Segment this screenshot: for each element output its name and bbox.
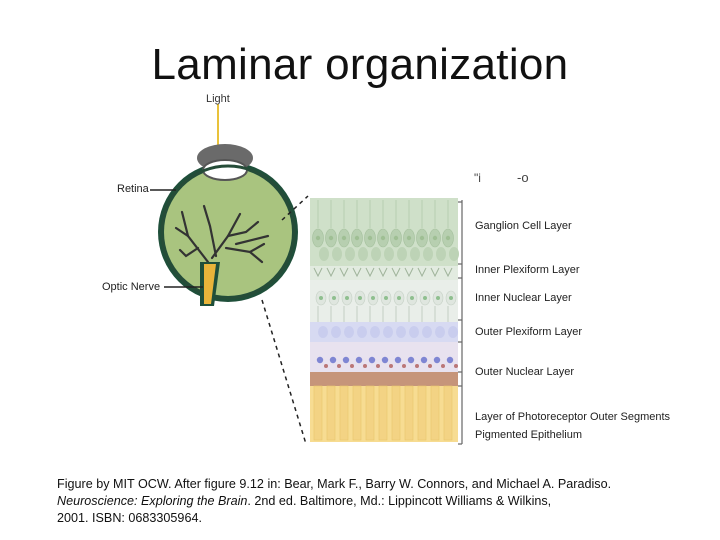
ganglion-nucleus <box>316 236 320 240</box>
ganglion-cell <box>423 247 433 261</box>
inner-nuclear-nucleus <box>332 296 336 300</box>
outer-nuclear-nucleus <box>369 357 375 363</box>
layer-label-pigmented-epithelium: Pigmented Epithelium <box>475 429 582 441</box>
ganglion-nucleus <box>433 236 437 240</box>
outer-nuclear-nucleus <box>317 357 323 363</box>
outer-nuclear-nucleus <box>408 357 414 363</box>
layer-label-outer-nuclear: Outer Nuclear Layer <box>475 366 574 378</box>
inner-nuclear-nucleus <box>358 296 362 300</box>
outer-nuclear-nucleus <box>421 357 427 363</box>
outer-nuclear-nucleus <box>428 364 432 368</box>
ganglion-nucleus <box>420 236 424 240</box>
outer-plexiform-cell <box>422 326 432 338</box>
inner-nuclear-nucleus <box>423 296 427 300</box>
ganglion-nucleus <box>355 236 359 240</box>
ganglion-cell <box>358 247 368 261</box>
retina-label: Retina <box>117 183 150 195</box>
layer-label-inner-plexiform: Inner Plexiform Layer <box>475 264 580 276</box>
inner-nuclear-nucleus <box>345 296 349 300</box>
ganglion-nucleus <box>329 236 333 240</box>
outer-plexiform-cell <box>448 326 458 338</box>
outer-nuclear-nucleus <box>382 357 388 363</box>
photoreceptor-segment <box>314 386 322 440</box>
outer-plexiform-cell <box>370 326 380 338</box>
outer-nuclear-nucleus <box>395 357 401 363</box>
ganglion-cell <box>410 247 420 261</box>
ganglion-cell <box>436 247 446 261</box>
outer-nuclear-nucleus <box>434 357 440 363</box>
photoreceptor-segment <box>327 386 335 440</box>
ganglion-cell <box>345 247 355 261</box>
eyeball <box>158 144 298 302</box>
ganglion-cell <box>332 247 342 261</box>
photoreceptor-segment <box>353 386 361 440</box>
corner-mark-left: "i <box>474 171 481 185</box>
outer-nuclear-nucleus <box>330 357 336 363</box>
photoreceptor-segment <box>366 386 374 440</box>
inner-nuclear-nucleus <box>371 296 375 300</box>
ganglion-cell <box>319 247 329 261</box>
ganglion-nucleus <box>446 236 450 240</box>
figure-caption: Figure by MIT OCW. After figure 9.12 in:… <box>57 476 707 527</box>
zoom-line-bottom <box>262 300 306 444</box>
outer-plexiform-cell <box>331 326 341 338</box>
caption-line-1: Figure by MIT OCW. After figure 9.12 in:… <box>57 477 611 491</box>
photoreceptor-segment <box>340 386 348 440</box>
inner-nuclear-nucleus <box>384 296 388 300</box>
layer-label-inner-nuclear: Inner Nuclear Layer <box>475 292 572 304</box>
layer-label-ganglion: Ganglion Cell Layer <box>475 220 572 232</box>
inner-nuclear-nucleus <box>449 296 453 300</box>
outer-nuclear-nucleus <box>415 364 419 368</box>
outer-nuclear-nucleus <box>356 357 362 363</box>
outer-nuclear-nucleus <box>376 364 380 368</box>
ganglion-nucleus <box>407 236 411 240</box>
photoreceptor-segment <box>444 386 452 440</box>
ganglion-nucleus <box>381 236 385 240</box>
caption-book-title: Neuroscience: Exploring the Brain <box>57 494 247 508</box>
outer-nuclear-nucleus <box>454 364 458 368</box>
outer-plexiform-cell <box>396 326 406 338</box>
corner-mark-right: -o <box>517 170 529 185</box>
ganglion-cell <box>371 247 381 261</box>
caption-line-3: 2001. ISBN: 0683305964. <box>57 511 202 525</box>
layer-label-photoreceptor-outer-segments: Layer of Photoreceptor Outer Segments <box>475 411 670 423</box>
inner-nuclear-nucleus <box>319 296 323 300</box>
outer-nuclear-nucleus <box>441 364 445 368</box>
ganglion-cell <box>449 247 459 261</box>
inner-nuclear-nucleus <box>410 296 414 300</box>
outer-nuclear-nucleus <box>324 364 328 368</box>
outer-nuclear-nucleus <box>447 357 453 363</box>
outer-plexiform-cell <box>435 326 445 338</box>
inner-nuclear-nucleus <box>436 296 440 300</box>
outer-nuclear-nucleus <box>402 364 406 368</box>
photoreceptor-segment <box>418 386 426 440</box>
photoreceptor-segment <box>431 386 439 440</box>
caption-line-2: . 2nd ed. Baltimore, Md.: Lippincott Wil… <box>247 494 551 508</box>
ganglion-cell <box>397 247 407 261</box>
layer-label-outer-plexiform: Outer Plexiform Layer <box>475 326 582 338</box>
outer-plexiform-cell <box>318 326 328 338</box>
outer-plexiform-cell <box>409 326 419 338</box>
outer-nuclear-nucleus <box>389 364 393 368</box>
outer-nuclear-nucleus <box>343 357 349 363</box>
photoreceptor-segment <box>405 386 413 440</box>
layer-bracket <box>458 200 462 444</box>
ganglion-cell <box>384 247 394 261</box>
outer-nuclear-nucleus <box>363 364 367 368</box>
light-label: Light <box>206 93 230 105</box>
outer-nuclear-nucleus <box>350 364 354 368</box>
ganglion-nucleus <box>368 236 372 240</box>
photoreceptor-segment <box>379 386 387 440</box>
retina-diagram: Light Retina Optic Nerve "i -o <box>0 0 720 470</box>
inner-nuclear-nucleus <box>397 296 401 300</box>
photoreceptor-segment <box>392 386 400 440</box>
ganglion-nucleus <box>342 236 346 240</box>
outer-plexiform-cell <box>383 326 393 338</box>
outer-plexiform-cell <box>344 326 354 338</box>
outer-nuclear-nucleus <box>337 364 341 368</box>
ganglion-nucleus <box>394 236 398 240</box>
optic-nerve-label: Optic Nerve <box>102 281 160 293</box>
outer-plexiform-cell <box>357 326 367 338</box>
